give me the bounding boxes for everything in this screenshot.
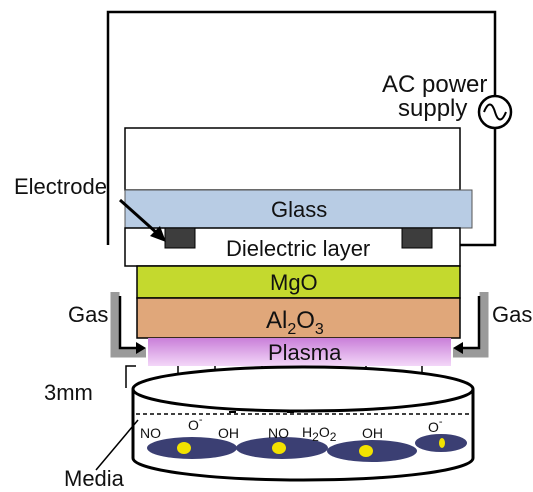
al2o3-layer bbox=[136, 297, 461, 339]
cell-2 bbox=[236, 437, 328, 459]
species-oh-1: OH bbox=[218, 425, 239, 441]
cell-4 bbox=[415, 434, 467, 452]
glass-layer bbox=[124, 189, 473, 229]
gas-label-left: Gas bbox=[68, 302, 108, 327]
cell-1 bbox=[147, 437, 237, 459]
cell-3 bbox=[327, 440, 417, 462]
species-no-2: NO bbox=[268, 425, 289, 441]
species-o-2: O- bbox=[428, 416, 443, 435]
dish-rim bbox=[131, 365, 475, 413]
glass-label: Glass bbox=[271, 197, 327, 222]
gap-label: 3mm bbox=[44, 380, 93, 405]
electrode-pointer-head bbox=[150, 226, 166, 242]
dielectric-label: Dielectric layer bbox=[226, 236, 370, 261]
power-supply-label-line1: AC power bbox=[382, 71, 487, 98]
gas-pipe-right bbox=[453, 292, 489, 358]
circuit-wire bbox=[106, 10, 497, 247]
species-o-1: O- bbox=[188, 414, 203, 433]
gas-arrow-right bbox=[461, 296, 481, 350]
ac-source-icon bbox=[477, 94, 513, 130]
species-h2o2: H2O2 bbox=[302, 424, 337, 444]
gas-arrow-left bbox=[118, 296, 138, 350]
gas-pipe-left bbox=[110, 292, 146, 358]
species-no-1: NO bbox=[140, 425, 161, 441]
al2o3-label: Al2O3 bbox=[266, 307, 324, 338]
plasma-label: Plasma bbox=[268, 340, 342, 365]
electrode-left bbox=[164, 227, 196, 249]
gas-label-right: Gas bbox=[492, 302, 532, 327]
electrode-label: Electrode bbox=[14, 174, 107, 199]
media-pointer bbox=[95, 419, 139, 471]
media-label: Media bbox=[64, 466, 125, 491]
gas-arrow-left-head bbox=[136, 342, 146, 354]
power-supply-label-line2: supply bbox=[398, 95, 467, 122]
electrode-right bbox=[401, 227, 433, 249]
plasma-region bbox=[148, 338, 451, 366]
mgo-layer bbox=[136, 265, 461, 299]
species-oh-2: OH bbox=[362, 425, 383, 441]
electrode-pointer bbox=[118, 198, 160, 236]
gap-bracket bbox=[125, 365, 136, 388]
gas-arrow-right-head bbox=[453, 342, 463, 354]
mgo-label: MgO bbox=[270, 270, 318, 295]
upper-chamber bbox=[124, 127, 461, 191]
